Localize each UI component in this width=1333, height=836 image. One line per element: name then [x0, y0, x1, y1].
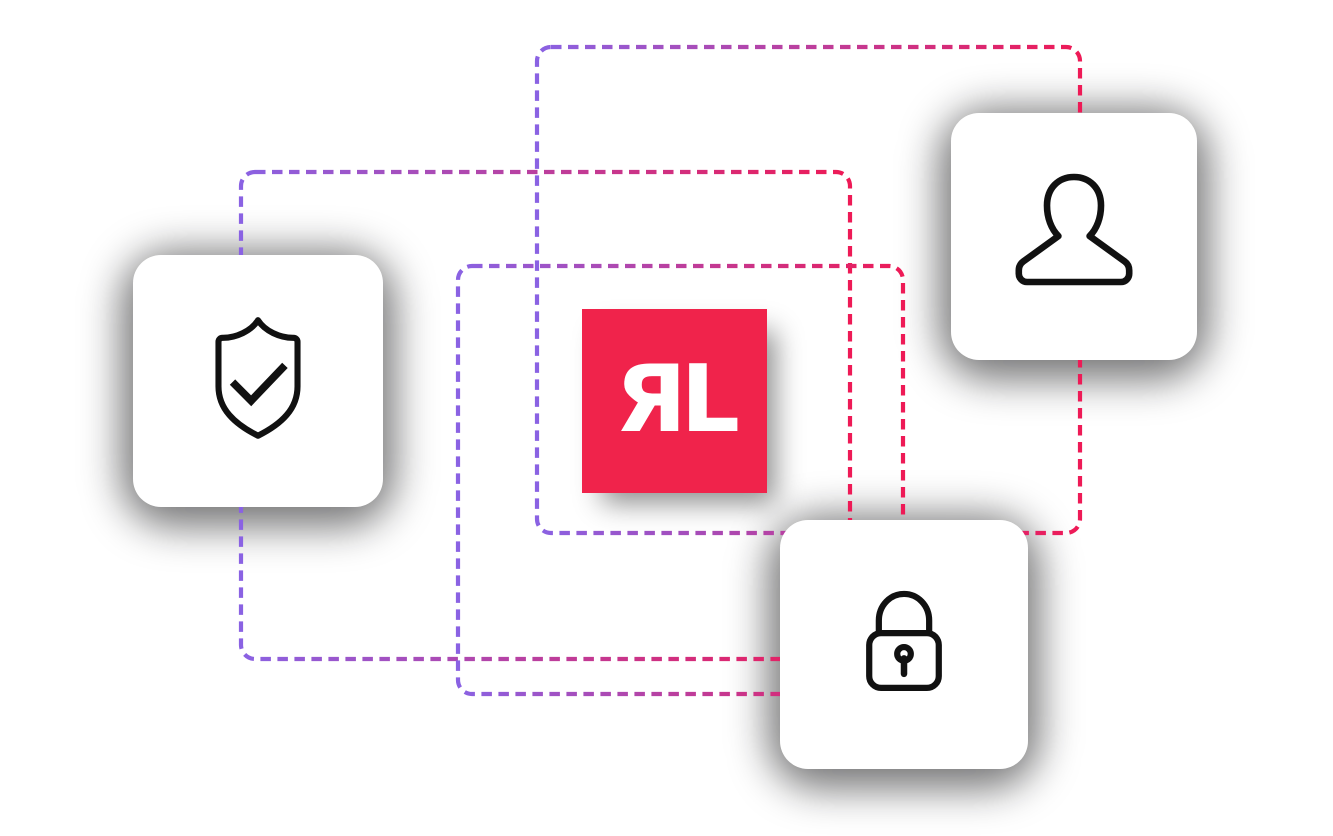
brand-logo: ЯL [582, 309, 767, 493]
lock-icon [866, 590, 942, 691]
connector-rect-middle [238, 169, 853, 662]
shield-card [133, 255, 383, 507]
connector-rect-inner [455, 263, 906, 697]
lock-card [780, 520, 1028, 769]
shield-check-icon [215, 317, 301, 439]
user-card [951, 113, 1197, 360]
user-icon [1015, 173, 1133, 285]
brand-logo-text: ЯL [615, 344, 740, 453]
